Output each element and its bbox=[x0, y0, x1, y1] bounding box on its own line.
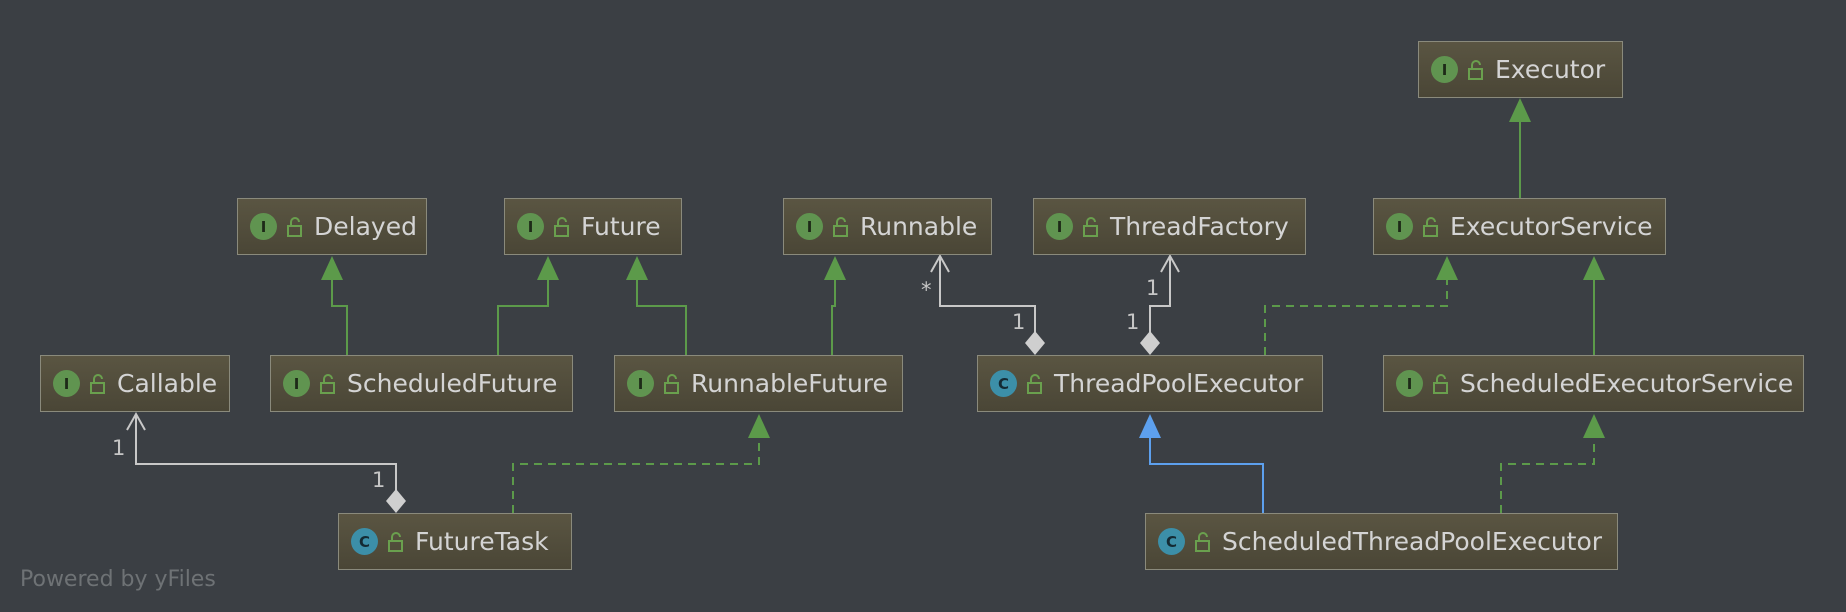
node-label: Delayed bbox=[314, 212, 417, 241]
arrowhead-runnablefuture bbox=[748, 414, 770, 438]
arrowhead-executorservice-1 bbox=[1583, 256, 1605, 280]
node-executor[interactable]: I Executor bbox=[1418, 41, 1623, 98]
public-visibility-icon bbox=[287, 216, 302, 237]
node-scheduledexecutorservice[interactable]: I ScheduledExecutorService bbox=[1383, 355, 1804, 412]
class-icon: C bbox=[990, 370, 1017, 397]
public-visibility-icon bbox=[1423, 216, 1438, 237]
node-label: ThreadPoolExecutor bbox=[1054, 369, 1304, 398]
edge-aggregation-runnable bbox=[939, 256, 1036, 338]
arrowhead-executorservice-2 bbox=[1436, 256, 1458, 280]
edge-scheduledfuture-future bbox=[497, 268, 549, 355]
edge-scheduledfuture-delayed bbox=[331, 268, 348, 355]
edge-threadpoolexecutor-executorservice bbox=[1264, 268, 1448, 355]
arrowhead-future-1 bbox=[537, 256, 559, 280]
interface-icon: I bbox=[53, 370, 80, 397]
multiplicity-runnable-source: 1 bbox=[1012, 310, 1026, 334]
interface-icon: I bbox=[796, 213, 823, 240]
node-future[interactable]: I Future bbox=[504, 198, 682, 255]
public-visibility-icon bbox=[1195, 531, 1210, 552]
node-threadpoolexecutor[interactable]: C ThreadPoolExecutor bbox=[977, 355, 1323, 412]
diamond-futuretask-callable bbox=[386, 489, 406, 513]
public-visibility-icon bbox=[1083, 216, 1098, 237]
node-callable[interactable]: I Callable bbox=[40, 355, 230, 412]
interface-icon: I bbox=[250, 213, 277, 240]
arrowhead-threadpoolexecutor bbox=[1139, 414, 1161, 438]
node-threadfactory[interactable]: I ThreadFactory bbox=[1033, 198, 1306, 255]
edge-futuretask-runnablefuture bbox=[512, 427, 760, 513]
edge-stpe-threadpoolexecutor bbox=[1149, 427, 1264, 513]
node-label: Future bbox=[581, 212, 661, 241]
public-visibility-icon bbox=[1027, 373, 1042, 394]
edge-stpe-scheduledexecutorservice bbox=[1500, 427, 1595, 513]
node-futuretask[interactable]: C FutureTask bbox=[338, 513, 572, 570]
node-label: FutureTask bbox=[415, 527, 549, 556]
node-label: ScheduledFuture bbox=[347, 369, 558, 398]
arrowhead-executor bbox=[1509, 98, 1531, 122]
multiplicity-threadfactory-source: 1 bbox=[1126, 310, 1140, 334]
open-arrowhead-threadfactory bbox=[1160, 253, 1180, 273]
public-visibility-icon bbox=[664, 373, 679, 394]
public-visibility-icon bbox=[833, 216, 848, 237]
node-label: ExecutorService bbox=[1450, 212, 1653, 241]
node-runnable[interactable]: I Runnable bbox=[783, 198, 992, 255]
arrowhead-scheduledexecutorservice bbox=[1583, 414, 1605, 438]
public-visibility-icon bbox=[1433, 373, 1448, 394]
node-runnablefuture[interactable]: I RunnableFuture bbox=[614, 355, 903, 412]
interface-icon: I bbox=[1046, 213, 1073, 240]
edge-runnablefuture-runnable bbox=[831, 268, 836, 355]
class-icon: C bbox=[1158, 528, 1185, 555]
node-label: ThreadFactory bbox=[1110, 212, 1289, 241]
multiplicity-callable-target: 1 bbox=[112, 436, 126, 460]
multiplicity-callable-source: 1 bbox=[372, 468, 386, 492]
arrowhead-delayed bbox=[321, 256, 343, 280]
node-scheduledthreadpoolexecutor[interactable]: C ScheduledThreadPoolExecutor bbox=[1145, 513, 1618, 570]
arrowhead-runnable bbox=[824, 256, 846, 280]
multiplicity-threadfactory-target: 1 bbox=[1146, 276, 1160, 300]
node-label: Runnable bbox=[860, 212, 978, 241]
interface-icon: I bbox=[517, 213, 544, 240]
interface-icon: I bbox=[1396, 370, 1423, 397]
node-label: Executor bbox=[1495, 55, 1606, 84]
node-label: ScheduledExecutorService bbox=[1460, 369, 1794, 398]
diamond-tpe-runnable bbox=[1025, 331, 1045, 355]
edge-aggregation-threadfactory bbox=[1149, 256, 1171, 338]
class-icon: C bbox=[351, 528, 378, 555]
node-label: RunnableFuture bbox=[691, 369, 888, 398]
multiplicity-runnable-target: * bbox=[921, 278, 932, 302]
node-executorservice[interactable]: I ExecutorService bbox=[1373, 198, 1666, 255]
node-scheduledfuture[interactable]: I ScheduledFuture bbox=[270, 355, 573, 412]
edge-runnablefuture-future bbox=[636, 268, 687, 355]
node-delayed[interactable]: I Delayed bbox=[237, 198, 427, 255]
open-arrowhead-runnable bbox=[930, 253, 950, 273]
public-visibility-icon bbox=[388, 531, 403, 552]
open-arrowhead-callable bbox=[126, 411, 146, 431]
public-visibility-icon bbox=[1468, 59, 1483, 80]
public-visibility-icon bbox=[90, 373, 105, 394]
interface-icon: I bbox=[627, 370, 654, 397]
node-label: ScheduledThreadPoolExecutor bbox=[1222, 527, 1603, 556]
interface-icon: I bbox=[283, 370, 310, 397]
node-label: Callable bbox=[117, 369, 218, 398]
interface-icon: I bbox=[1386, 213, 1413, 240]
public-visibility-icon bbox=[320, 373, 335, 394]
powered-by-footer: Powered by yFiles bbox=[20, 567, 216, 592]
edge-aggregation-callable bbox=[135, 414, 397, 496]
public-visibility-icon bbox=[554, 216, 569, 237]
arrowhead-future-2 bbox=[626, 256, 648, 280]
diamond-tpe-threadfactory bbox=[1140, 331, 1160, 355]
interface-icon: I bbox=[1431, 56, 1458, 83]
